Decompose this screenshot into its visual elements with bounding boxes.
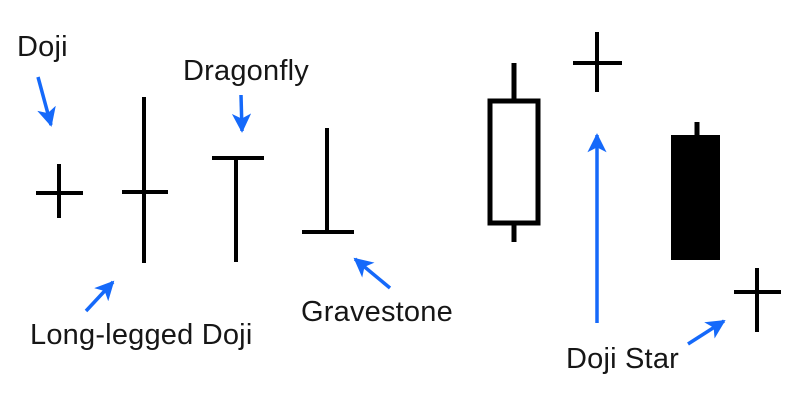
doji-label: Doji	[17, 31, 68, 63]
long-legged-doji-label: Long-legged Doji	[30, 319, 253, 351]
dragonfly-pointer-arrow-icon	[231, 94, 252, 133]
doji-glyph	[36, 164, 83, 218]
doji-star-small-pointer-arrow-icon	[687, 319, 726, 346]
doji-pointer-arrow-icon	[36, 76, 56, 127]
bullish-candle-glyph	[487, 63, 541, 242]
doji-star-label: Doji Star	[566, 343, 679, 375]
dragonfly-doji-glyph	[212, 156, 264, 262]
gravestone-doji-glyph	[302, 128, 354, 234]
gravestone-label: Gravestone	[301, 296, 453, 328]
long-legged-pointer-arrow-icon	[84, 280, 115, 313]
doji-star-cross-glyph	[573, 32, 622, 92]
bearish-candle-glyph	[671, 122, 720, 260]
bearish-candle-body	[671, 135, 720, 260]
dragonfly-label: Dragonfly	[183, 55, 309, 87]
gravestone-pointer-arrow-icon	[353, 257, 392, 290]
small-doji-star-glyph	[734, 268, 781, 332]
long-legged-doji-glyph	[122, 97, 168, 263]
bullish-candle-body	[487, 98, 541, 226]
